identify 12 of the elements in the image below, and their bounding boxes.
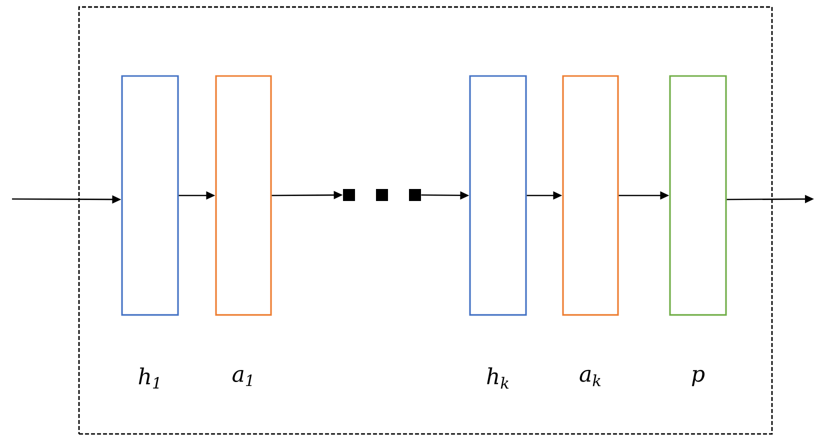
layer-box: [669, 75, 727, 316]
layer-box: [562, 75, 619, 316]
layer-label: p: [692, 370, 705, 386]
layer-box: [215, 75, 272, 316]
layer-label: a$_{k}$: [580, 370, 601, 386]
layer-label: h$_{1}$: [138, 367, 159, 388]
dashed-frame: [78, 6, 773, 435]
layer-label: h$_{k}$: [487, 367, 509, 389]
layer-box: [121, 75, 179, 316]
ellipsis-dots: [343, 189, 421, 201]
layer-label: a$_{1}$: [232, 370, 252, 386]
layer-box: [469, 75, 527, 316]
